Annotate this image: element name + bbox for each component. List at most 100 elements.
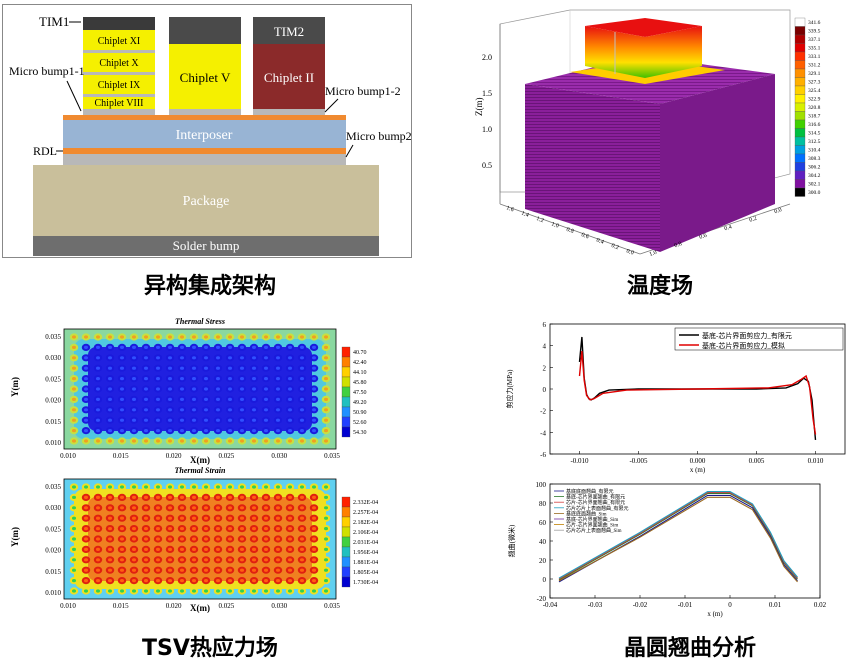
legend-label: 44.10: [353, 370, 367, 376]
x-tick-label: -0.03: [588, 601, 603, 609]
tsv-via-core: [72, 547, 76, 551]
tsv-via-core: [72, 335, 76, 339]
colorbar-swatch: [794, 51, 806, 61]
chiplet-v: [169, 44, 241, 109]
tsv-via-core: [252, 356, 256, 360]
tsv-via-core: [168, 397, 172, 401]
tsv-via-core: [300, 568, 304, 572]
tsv-via-core: [228, 408, 232, 412]
y-tick-label: 0.035: [45, 483, 61, 491]
tsv-via-core: [240, 366, 244, 370]
tsv-via-core: [252, 506, 256, 510]
tsv-via-core: [288, 537, 292, 541]
tsv-via-core: [192, 366, 196, 370]
chiplet-ix: [83, 75, 155, 94]
x-tick-label: 0.020: [166, 452, 182, 460]
tsv-via-core: [324, 345, 328, 349]
tsv-via-core: [192, 485, 196, 489]
x-tick-label: -0.04: [543, 601, 558, 609]
caption-warpage: 晶圆翘曲分析: [623, 636, 756, 661]
tsv-via-core: [192, 558, 196, 562]
tsv-via-core: [108, 429, 112, 433]
tsv-via-core: [204, 397, 208, 401]
tsv-via-core: [228, 589, 232, 593]
tsv-via-core: [72, 568, 76, 572]
tsv-via-core: [204, 547, 208, 551]
tsv-via-core: [120, 387, 124, 391]
legend-label: 基底底面翘曲_Sim: [566, 510, 607, 517]
warpage-xlabel: x (m): [707, 610, 723, 618]
tsv-via-core: [216, 418, 220, 422]
tsv-via-core: [288, 527, 292, 531]
tsv-via-core: [84, 335, 88, 339]
tsv-via-core: [72, 485, 76, 489]
tsv-via-core: [120, 579, 124, 583]
tim1-label: TIM1: [39, 14, 69, 29]
tsv-via-core: [252, 335, 256, 339]
tsv-via-core: [228, 485, 232, 489]
x-tick-label: 0.0: [625, 248, 634, 256]
architecture-panel: Solder bump Package Interposer Chiplet X…: [2, 4, 412, 258]
x-tick-label: 0.015: [113, 452, 129, 460]
tsv-via-core: [204, 516, 208, 520]
tsv-via-core: [132, 408, 136, 412]
tsv-via-core: [168, 356, 172, 360]
tsv-via-core: [108, 579, 112, 583]
tsv-via-core: [204, 335, 208, 339]
tsv-via-core: [288, 335, 292, 339]
tsv-via-core: [132, 589, 136, 593]
tsv-via-core: [324, 506, 328, 510]
tsv-via-core: [204, 439, 208, 443]
legend-swatch: [341, 356, 351, 368]
tsv-via-core: [264, 429, 268, 433]
tsv-via-core: [204, 537, 208, 541]
tsv-via-core: [108, 418, 112, 422]
y-tick-label: 0: [543, 386, 547, 394]
legend-label: 芯片芯片上表面翘曲_有限元: [566, 505, 629, 512]
tsv-via-core: [168, 335, 172, 339]
legend-swatch: [341, 416, 351, 428]
legend-label: 47.50: [353, 390, 367, 396]
y-tick-label: 0.015: [45, 568, 61, 576]
tsv-via-core: [324, 568, 328, 572]
tsv-via-core: [168, 408, 172, 412]
colorbar-tick-label: 333.1: [808, 54, 821, 60]
tsv-via-core: [216, 579, 220, 583]
colorbar-tick-label: 318.7: [808, 114, 821, 120]
legend-swatch: [341, 346, 351, 358]
tsv-via-core: [228, 537, 232, 541]
legend-swatch: [341, 536, 351, 548]
x-tick-label: 0.6: [580, 232, 589, 240]
tsv-via-core: [168, 537, 172, 541]
tsv-via-core: [144, 568, 148, 572]
y-tick-label: 0.025: [45, 375, 61, 383]
tim2-label: TIM2: [274, 24, 304, 39]
x-tick-label: 0.010: [60, 452, 76, 460]
y-tick-label: -4: [540, 429, 546, 437]
tsv-via-core: [300, 356, 304, 360]
x-tick-label: 0.000: [690, 457, 706, 465]
tsv-via-core: [312, 429, 316, 433]
tsv-via-core: [228, 345, 232, 349]
tsv-via-core: [156, 397, 160, 401]
tsv-via-core: [132, 568, 136, 572]
chiplet-v-label: Chiplet V: [180, 70, 231, 85]
legend-swatch: [341, 386, 351, 398]
tsv-via-core: [168, 377, 172, 381]
tsv-via-core: [120, 439, 124, 443]
tsv-via-core: [276, 439, 280, 443]
tsv-via-core: [276, 485, 280, 489]
y-tick-label: 0.030: [45, 504, 61, 512]
y-tick-label: 0.010: [45, 439, 61, 447]
tsv-via-core: [288, 495, 292, 499]
strain-title: Thermal Strain: [175, 466, 226, 475]
tsv-via-core: [132, 397, 136, 401]
y-tick-label: 0.2: [749, 216, 758, 224]
tsv-via-core: [72, 377, 76, 381]
tsv-via-core: [144, 495, 148, 499]
tsv-via-core: [108, 506, 112, 510]
tsv-via-core: [252, 418, 256, 422]
tsv-via-core: [156, 589, 160, 593]
tsv-via-core: [324, 429, 328, 433]
